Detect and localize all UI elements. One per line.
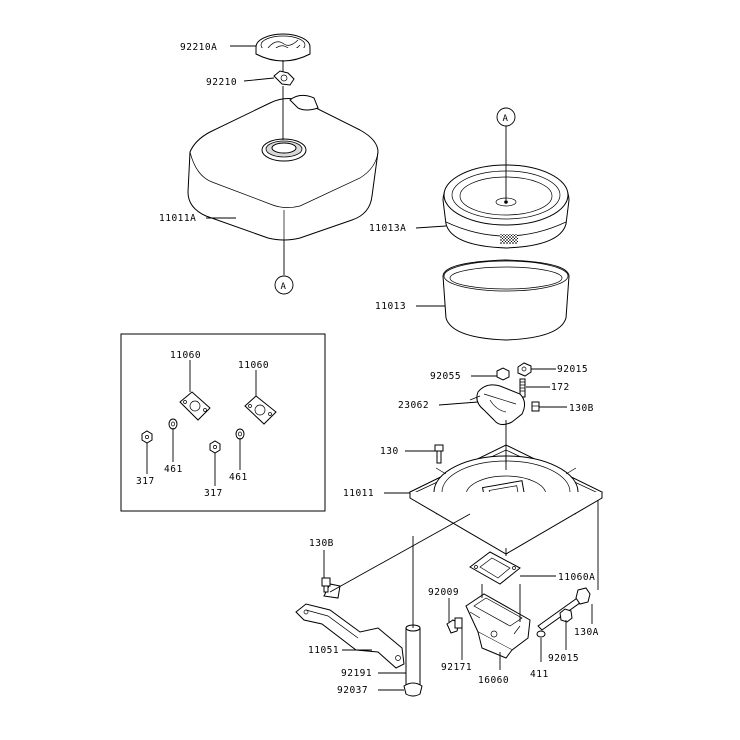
inset-washer-left [168, 418, 178, 430]
label-130: 130 [380, 446, 399, 457]
body-16060 [465, 593, 531, 659]
label-461-left: 461 [164, 464, 183, 475]
label-130B-left: 130B [309, 538, 334, 549]
label-92015-top: 92015 [557, 364, 588, 375]
wing-nut-92210 [273, 70, 295, 86]
label-11011: 11011 [343, 488, 374, 499]
elbow-23062 [469, 384, 526, 426]
inset-nut-left [141, 430, 153, 444]
bolt-130A [537, 587, 591, 631]
part-number-labels: 92210A 92210 11011A A A 11013A 11013 110… [136, 42, 599, 696]
label-92037: 92037 [337, 685, 368, 696]
ref-circle-A-bottom [274, 275, 294, 295]
inset-nut-right [209, 440, 221, 454]
gasket-11060A [469, 551, 521, 585]
label-92171: 92171 [441, 662, 472, 673]
label-317-left: 317 [136, 476, 155, 487]
nut-92015-top [517, 362, 532, 377]
inset-gasket-right [244, 395, 277, 425]
label-411: 411 [530, 669, 549, 680]
base-11011 [408, 444, 604, 555]
label-11051: 11051 [308, 645, 339, 656]
label-92009: 92009 [428, 587, 459, 598]
label-92210: 92210 [206, 77, 237, 88]
label-11011A: 11011A [159, 213, 196, 224]
label-11013: 11013 [375, 301, 406, 312]
label-92055: 92055 [430, 371, 461, 382]
washer-411 [536, 630, 546, 638]
clamp-92037 [403, 682, 423, 697]
inset-frame [120, 333, 326, 512]
label-317-right: 317 [204, 488, 223, 499]
inset-washer-right [235, 428, 245, 440]
label-92191: 92191 [341, 668, 372, 679]
leader-lines [146, 45, 599, 691]
cap-92210A [255, 33, 311, 62]
label-16060: 16060 [478, 675, 509, 686]
nut-92015-bottom [559, 608, 573, 623]
nut-92055 [496, 367, 510, 381]
label-172: 172 [551, 382, 570, 393]
label-11013A: 11013A [369, 223, 406, 234]
label-23062: 23062 [398, 400, 429, 411]
bolt-130B-left [321, 577, 331, 593]
ref-circle-A-top [496, 107, 516, 127]
label-92015-bottom: 92015 [548, 653, 579, 664]
label-A-bottom: A [281, 282, 287, 292]
bolt-130 [434, 444, 444, 464]
ring-11013 [442, 259, 570, 341]
nut-92171 [454, 617, 463, 629]
label-461-right: 461 [229, 472, 248, 483]
label-130B-top: 130B [569, 403, 594, 414]
label-11060A: 11060A [558, 572, 595, 583]
label-130A: 130A [574, 627, 599, 638]
hose-92191 [405, 624, 421, 692]
inset-gasket-left [179, 391, 211, 421]
label-11060-right: 11060 [238, 360, 269, 371]
label-A-top: A [503, 114, 509, 124]
label-92210A: 92210A [180, 42, 217, 53]
cover-11011A [187, 94, 379, 241]
bolt-130B-top [531, 401, 540, 412]
label-11060-left: 11060 [170, 350, 201, 361]
